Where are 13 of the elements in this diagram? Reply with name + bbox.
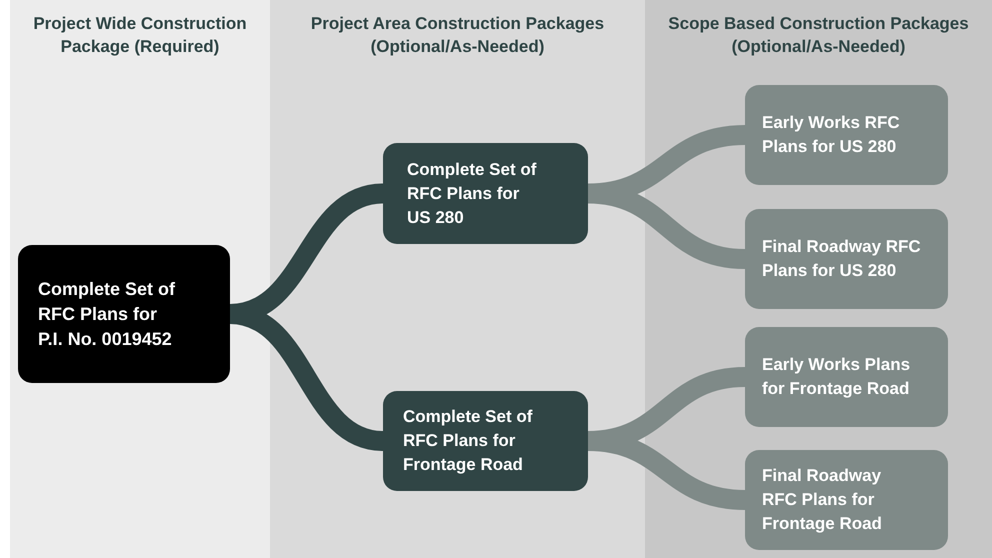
package-box: Final Roadway RFC Plans for Frontage Road — [745, 450, 948, 550]
package-box: Early Works Plans for Frontage Road — [745, 327, 948, 427]
package-box: Early Works RFC Plans for US 280 — [745, 85, 948, 185]
column-band — [645, 0, 992, 558]
column-heading: Project Wide Construction Package (Required) — [32, 13, 248, 58]
package-box: Complete Set of RFC Plans for P.I. No. 0019452 — [18, 245, 230, 383]
column-heading: Scope Based Construction Packages (Optional/As-Needed) — [667, 13, 970, 58]
column-band — [10, 0, 270, 558]
package-box: Complete Set of RFC Plans for Frontage Road — [383, 391, 588, 491]
package-box: Final Roadway RFC Plans for US 280 — [745, 209, 948, 309]
package-box: Complete Set of RFC Plans for US 280 — [383, 143, 588, 244]
column-band — [270, 0, 645, 558]
column-heading: Project Area Construction Packages (Optional/As-Needed) — [310, 13, 606, 58]
